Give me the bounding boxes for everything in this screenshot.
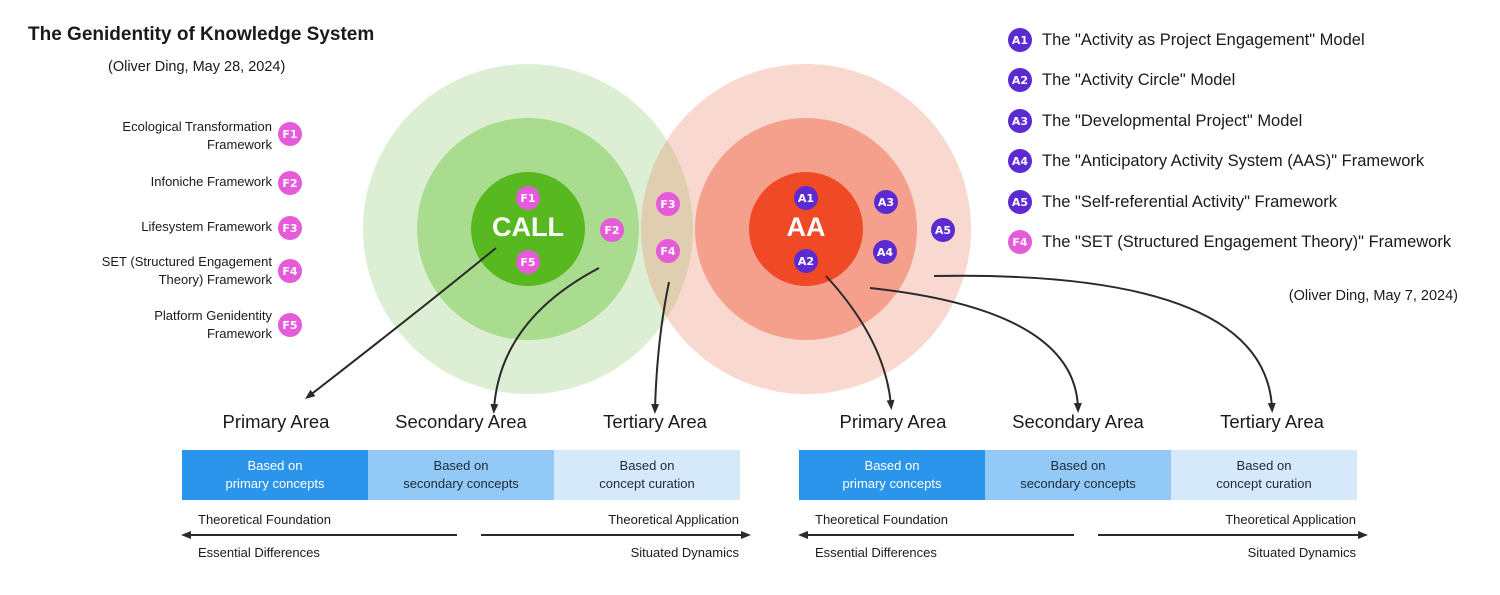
connector-call-primary (305, 247, 497, 400)
axis-label-situated-dynamics: Situated Dynamics (1247, 545, 1356, 560)
legend-badge-f4: F4 (1008, 230, 1032, 254)
circle-badge-a4: A4 (873, 240, 897, 264)
axis-label-theoretical-application: Theoretical Application (1225, 512, 1356, 527)
circle-badge-f3: F3 (656, 192, 680, 216)
aa-inner-circle (749, 172, 863, 286)
legend-badge-a1: A1 (1008, 28, 1032, 52)
framework-badge-f3: F3 (278, 216, 302, 240)
call-center-label: CALL (492, 212, 564, 242)
framework-label-f2: Infoniche Framework (150, 174, 272, 189)
framework-label-f3: Lifesystem Framework (141, 219, 272, 234)
page-subtitle: (Oliver Ding, May 28, 2024) (108, 59, 286, 75)
legend-item-a4: A4 The "Anticipatory Activity System (AA… (1008, 148, 1424, 174)
legend-label: The "Anticipatory Activity System (AAS)"… (1042, 151, 1425, 170)
legend-label: The "SET (Structured Engagement Theory)"… (1042, 232, 1452, 251)
framework-badge-f4: F4 (278, 259, 302, 283)
framework-badge-f2: F2 (278, 171, 302, 195)
legend-item-f4: F4 The "SET (Structured Engagement Theor… (1008, 229, 1451, 255)
area-label-secondary: Secondary Area (1012, 411, 1144, 432)
axis-label-essential-differences: Essential Differences (815, 545, 937, 560)
area-label-secondary: Secondary Area (395, 411, 527, 432)
axis-label-theoretical-application: Theoretical Application (608, 512, 739, 527)
axis-label-situated-dynamics: Situated Dynamics (630, 545, 739, 560)
legend-badge-a3: A3 (1008, 109, 1032, 133)
call-inner-circle (471, 172, 585, 286)
circle-badge-f5: F5 (516, 250, 540, 274)
framework-badge-f1: F1 (278, 122, 302, 146)
axis-label-theoretical-foundation: Theoretical Foundation (815, 512, 948, 527)
legend-badge-a4: A4 (1008, 149, 1032, 173)
legend-badge-a5: A5 (1008, 190, 1032, 214)
area-label-tertiary: Tertiary Area (1220, 411, 1324, 432)
legend-date: (Oliver Ding, May 7, 2024) (1288, 288, 1458, 304)
legend-item-a2: A2 The "Activity Circle" Model (1008, 67, 1235, 93)
connector-call-tertiary (651, 281, 670, 414)
axis-label-essential-differences: Essential Differences (198, 545, 320, 560)
circle-badge-a3: A3 (874, 190, 898, 214)
connector-call-secondary (490, 267, 600, 414)
circle-badge-a2: A2 (794, 249, 818, 273)
connector-aa-secondary (869, 287, 1082, 413)
aa-center-label: AA (786, 212, 826, 242)
legend-label: The "Activity as Project Engagement" Mod… (1042, 30, 1365, 49)
legend-label: The "Developmental Project" Model (1042, 111, 1303, 130)
legend-label: The "Activity Circle" Model (1042, 70, 1236, 89)
connector-aa-primary (825, 275, 895, 410)
axis-label-theoretical-foundation: Theoretical Foundation (198, 512, 331, 527)
legend-item-a5: A5 The "Self-referential Activity" Frame… (1008, 189, 1337, 215)
legend-badge-a2: A2 (1008, 68, 1032, 92)
circle-badge-f1: F1 (516, 186, 540, 210)
circle-badge-a1: A1 (794, 186, 818, 210)
connector-aa-tertiary (933, 274, 1276, 413)
framework-badge-f5: F5 (278, 313, 302, 337)
legend-item-a1: A1 The "Activity as Project Engagement" … (1008, 27, 1365, 53)
circle-badge-f2: F2 (600, 218, 624, 242)
legend-label: The "Self-referential Activity" Framewor… (1042, 192, 1338, 211)
circle-badge-f4: F4 (656, 239, 680, 263)
area-label-primary: Primary Area (222, 411, 330, 432)
page-title: The Genidentity of Knowledge System (28, 24, 375, 45)
legend-item-a3: A3 The "Developmental Project" Model (1008, 108, 1302, 134)
area-label-primary: Primary Area (839, 411, 947, 432)
area-label-tertiary: Tertiary Area (603, 411, 707, 432)
circle-badge-a5: A5 (931, 218, 955, 242)
